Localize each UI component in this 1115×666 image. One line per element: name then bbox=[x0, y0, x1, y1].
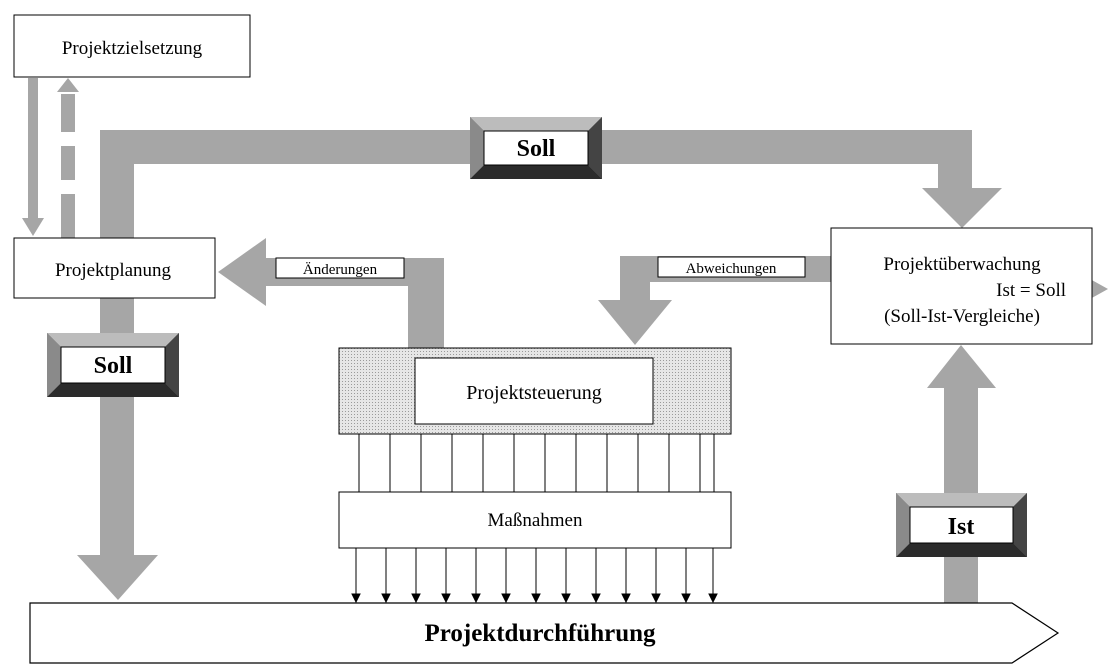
abweichungen-label: Abweichungen bbox=[686, 261, 777, 277]
ist-gleich-soll-label: Ist = Soll bbox=[996, 280, 1066, 301]
massnahmen-arrows bbox=[351, 548, 718, 604]
abweichungen-tag: Abweichungen bbox=[657, 256, 806, 278]
ist-badge: Ist bbox=[896, 493, 1027, 557]
projektplanung-box: Projektplanung bbox=[13, 237, 216, 299]
zielsetzung-planung-arrows bbox=[22, 78, 79, 238]
aenderungen-tag: Änderungen bbox=[275, 257, 405, 279]
soll-left-label: Soll bbox=[94, 353, 133, 379]
projektzielsetzung-label: Projektzielsetzung bbox=[62, 38, 203, 59]
projektzielsetzung-box: Projektzielsetzung bbox=[13, 14, 251, 78]
ist-arrow bbox=[927, 345, 996, 603]
aenderungen-label: Änderungen bbox=[303, 261, 378, 278]
steuerung-massnahmen-lines bbox=[358, 434, 715, 492]
massnahmen-label: Maßnahmen bbox=[488, 510, 583, 531]
projektsteuerung-label: Projektsteuerung bbox=[466, 382, 602, 404]
projektdurchfuehrung-arrow: Projektdurchführung bbox=[29, 602, 1060, 664]
ist-label: Ist bbox=[948, 514, 975, 540]
projektsteuerung-box: Projektsteuerung bbox=[338, 347, 732, 435]
aenderungen-arrow bbox=[218, 238, 444, 350]
projektueberwachung-box: Projektüberwachung Ist = Soll (Soll-Ist-… bbox=[830, 227, 1093, 345]
soll-left-badge: Soll bbox=[47, 333, 179, 397]
soll-top-badge: Soll bbox=[470, 117, 602, 179]
projektdurchfuehrung-label: Projektdurchführung bbox=[424, 620, 656, 647]
projektplanung-label: Projektplanung bbox=[55, 260, 172, 281]
soll-ist-vergleiche-label: (Soll-Ist-Vergleiche) bbox=[884, 306, 1040, 327]
projektueberwachung-label: Projektüberwachung bbox=[883, 254, 1041, 275]
massnahmen-box: Maßnahmen bbox=[338, 491, 732, 549]
soll-top-label: Soll bbox=[517, 136, 556, 162]
